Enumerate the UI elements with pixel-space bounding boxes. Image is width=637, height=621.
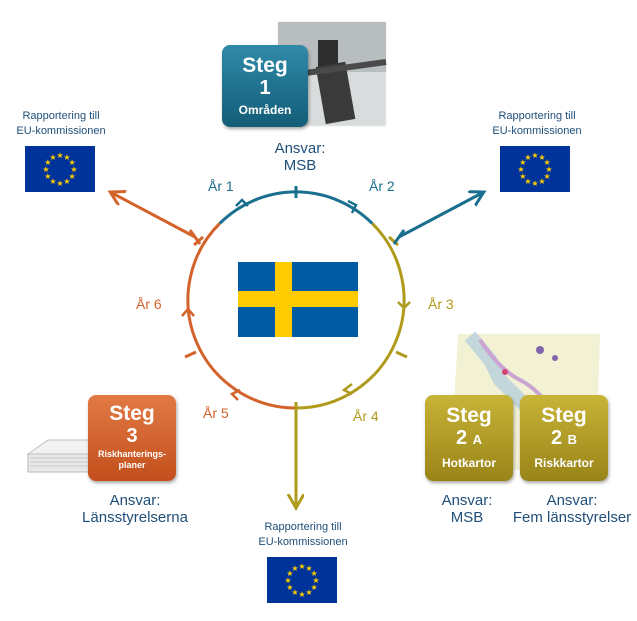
cycle-tick xyxy=(184,350,197,359)
svg-text:★: ★ xyxy=(312,576,319,585)
svg-text:★: ★ xyxy=(49,177,56,186)
cycle-tick xyxy=(388,235,399,247)
year-4-label: År 4 xyxy=(353,408,379,424)
svg-text:★: ★ xyxy=(286,583,293,592)
svg-text:★: ★ xyxy=(519,172,526,181)
cycle-tick xyxy=(395,350,408,359)
svg-text:★: ★ xyxy=(305,588,312,597)
svg-text:★: ★ xyxy=(311,583,318,592)
svg-text:★: ★ xyxy=(291,564,298,573)
svg-text:★: ★ xyxy=(298,590,305,599)
svg-text:★: ★ xyxy=(519,158,526,167)
step-1-tile: Steg 1 Områden xyxy=(222,45,308,127)
year-3-label: År 3 xyxy=(428,296,454,312)
svg-text:★: ★ xyxy=(531,179,538,188)
year-5-label: År 5 xyxy=(203,405,229,421)
swedish-flag-icon xyxy=(238,262,358,337)
step-2a-ansvar: Ansvar:MSB xyxy=(441,492,493,526)
year-6-label: År 6 xyxy=(136,296,162,312)
svg-text:★: ★ xyxy=(531,151,538,160)
eu-flag-icon: ★★★★★★★★★★★★ xyxy=(500,146,570,192)
svg-text:★: ★ xyxy=(63,177,70,186)
step-1-ansvar: Ansvar:MSB xyxy=(274,140,326,174)
svg-text:★: ★ xyxy=(544,158,551,167)
svg-text:★: ★ xyxy=(69,158,76,167)
reporting-arrow-right xyxy=(398,193,482,239)
svg-text:★: ★ xyxy=(538,153,545,162)
step-3-tile: Steg 3 Riskhanterings- planer xyxy=(88,395,176,481)
year-2-label: År 2 xyxy=(369,178,395,194)
svg-text:★: ★ xyxy=(44,158,51,167)
svg-text:★: ★ xyxy=(544,172,551,181)
svg-text:★: ★ xyxy=(70,165,77,174)
svg-text:★: ★ xyxy=(517,165,524,174)
svg-text:★: ★ xyxy=(524,177,531,186)
step-2b-tile: Steg 2 B Riskkartor xyxy=(520,395,608,481)
eu-flag-icon: ★★★★★★★★★★★★ xyxy=(25,146,95,192)
svg-text:★: ★ xyxy=(44,172,51,181)
svg-text:★: ★ xyxy=(42,165,49,174)
eu-flag-icon: ★★★★★★★★★★★★ xyxy=(267,557,337,603)
svg-text:★: ★ xyxy=(305,564,312,573)
cycle-arrow xyxy=(229,388,241,401)
svg-text:★: ★ xyxy=(298,562,305,571)
svg-text:★: ★ xyxy=(63,153,70,162)
svg-text:★: ★ xyxy=(56,151,63,160)
svg-text:★: ★ xyxy=(291,588,298,597)
step-3-ansvar: Ansvar:Länsstyrelserna xyxy=(82,492,188,526)
svg-text:★: ★ xyxy=(56,179,63,188)
svg-text:★: ★ xyxy=(524,153,531,162)
cycle-arc-gold xyxy=(295,222,406,410)
svg-text:★: ★ xyxy=(311,569,318,578)
svg-text:★: ★ xyxy=(545,165,552,174)
cycle-arrow xyxy=(347,199,358,214)
cycle-arrow xyxy=(181,307,195,317)
svg-text:★: ★ xyxy=(284,576,291,585)
cycle-arrow xyxy=(235,198,249,207)
year-1-label: År 1 xyxy=(208,178,234,194)
svg-text:★: ★ xyxy=(49,153,56,162)
reporting-arrow-left xyxy=(112,193,196,239)
step-2b-ansvar: Ansvar:Fem länsstyrelser xyxy=(512,492,632,526)
svg-text:★: ★ xyxy=(286,569,293,578)
cycle-arrow xyxy=(397,301,411,310)
svg-text:★: ★ xyxy=(69,172,76,181)
svg-text:★: ★ xyxy=(538,177,545,186)
cycle-arc-orange xyxy=(186,222,297,410)
step-2a-tile: Steg 2 A Hotkartor xyxy=(425,395,513,481)
photo-image xyxy=(277,21,387,127)
cycle-arrow xyxy=(341,383,353,396)
